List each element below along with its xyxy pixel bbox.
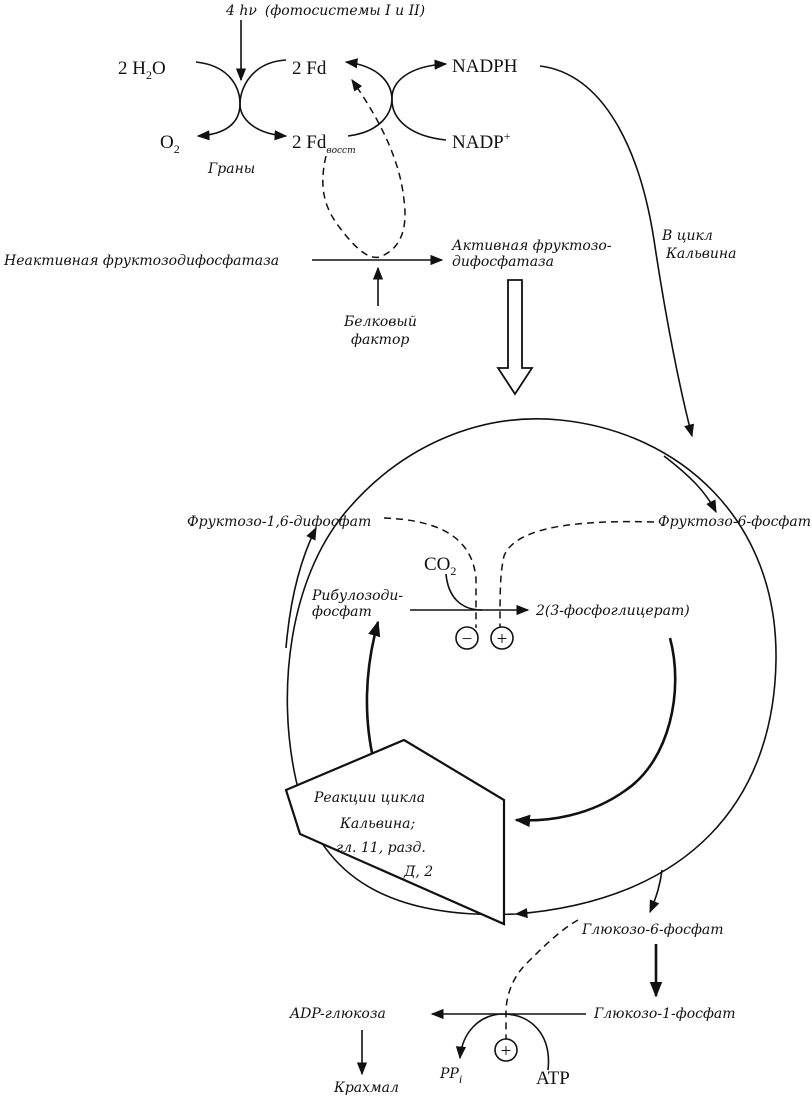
inactive-enzyme-label: Неактивная фруктозодифосфатаза — [3, 253, 279, 269]
fd-reduction-curve — [239, 59, 288, 141]
nadph-to-calvin-arrow — [539, 65, 695, 438]
active-enzyme-label-2: дифосфатаза — [452, 254, 554, 270]
nadp-curve — [344, 58, 447, 141]
outer-arrow-to-f6p — [663, 455, 717, 514]
protein-factor-label-2: фактор — [351, 332, 409, 348]
adpg-label: ADP-глюкоза — [288, 1006, 386, 1022]
fd-to-nadph-curve — [347, 59, 448, 137]
calvin-cycle-inner-ring — [514, 637, 677, 828]
nadph-label: NADPH — [452, 56, 518, 77]
oxygen-label: O2 — [160, 132, 180, 156]
f6p-label: Фруктозо-6-фосфат — [658, 514, 811, 530]
adpg-activation-circle — [494, 1038, 518, 1062]
atp-to-ppi-curve — [455, 1013, 550, 1071]
ppi-label: PPi — [439, 1066, 462, 1086]
grana-label: Граны — [207, 161, 255, 177]
water-to-fd-curve — [195, 61, 241, 141]
fbp-label: Фруктозо-1,6-дифосфат — [187, 514, 371, 530]
fbp-inhibition-dash — [383, 517, 477, 628]
g6p-activation-dash — [505, 919, 579, 1040]
ferredoxin-label: 2 Fd — [292, 58, 327, 79]
rubp-label-1: Рибулозоди- — [311, 588, 403, 604]
to-calvin-label-2: Кальвина — [665, 246, 736, 262]
atp-label: ATP — [536, 1068, 570, 1089]
starch-label: Крахмал — [333, 1080, 399, 1096]
water-label: 2 H2O — [118, 58, 166, 82]
box-line-3: гл. 11, разд. — [336, 840, 426, 856]
g1p-label: Глюкозо-1-фосфат — [593, 1006, 736, 1022]
box-line-4: Д, 2 — [403, 864, 433, 880]
co2-label: CO2 — [424, 554, 456, 578]
rubp-label-2: фосфат — [312, 604, 372, 620]
inhibition-circle — [455, 626, 479, 650]
to-calvin-label-1: В цикл — [661, 228, 713, 244]
pga-label: 2(3-фосфоглицерат) — [535, 603, 690, 619]
to-g6p-arrow — [649, 869, 663, 914]
inner-arrow-to-rubp — [365, 620, 381, 763]
g6p-label: Глюкозо-6-фосфат — [581, 922, 724, 938]
light-label: 4 hν(фотосистемы I и II) — [225, 3, 425, 19]
plus-sign: + — [497, 629, 508, 650]
f6p-activation-dash — [499, 520, 655, 629]
ferredoxin-activation-loop — [322, 79, 406, 259]
minus-sign: − — [462, 629, 473, 650]
box-line-1: Реакции цикла — [313, 790, 425, 806]
outer-arrow-to-fbp — [285, 526, 317, 649]
activation-circle — [490, 626, 514, 650]
adpg-plus-sign: + — [501, 1041, 512, 1062]
reduced-ferredoxin-label: 2 Fdвосст — [292, 132, 356, 156]
hollow-down-arrow — [496, 279, 534, 396]
protein-factor-label-1: Белковый — [343, 314, 417, 330]
nadp-label: NADP+ — [452, 129, 511, 153]
calvin-reactions-box — [284, 738, 506, 926]
box-line-2: Кальвина; — [339, 816, 415, 832]
active-enzyme-label-1: Активная фруктозо- — [451, 238, 612, 254]
